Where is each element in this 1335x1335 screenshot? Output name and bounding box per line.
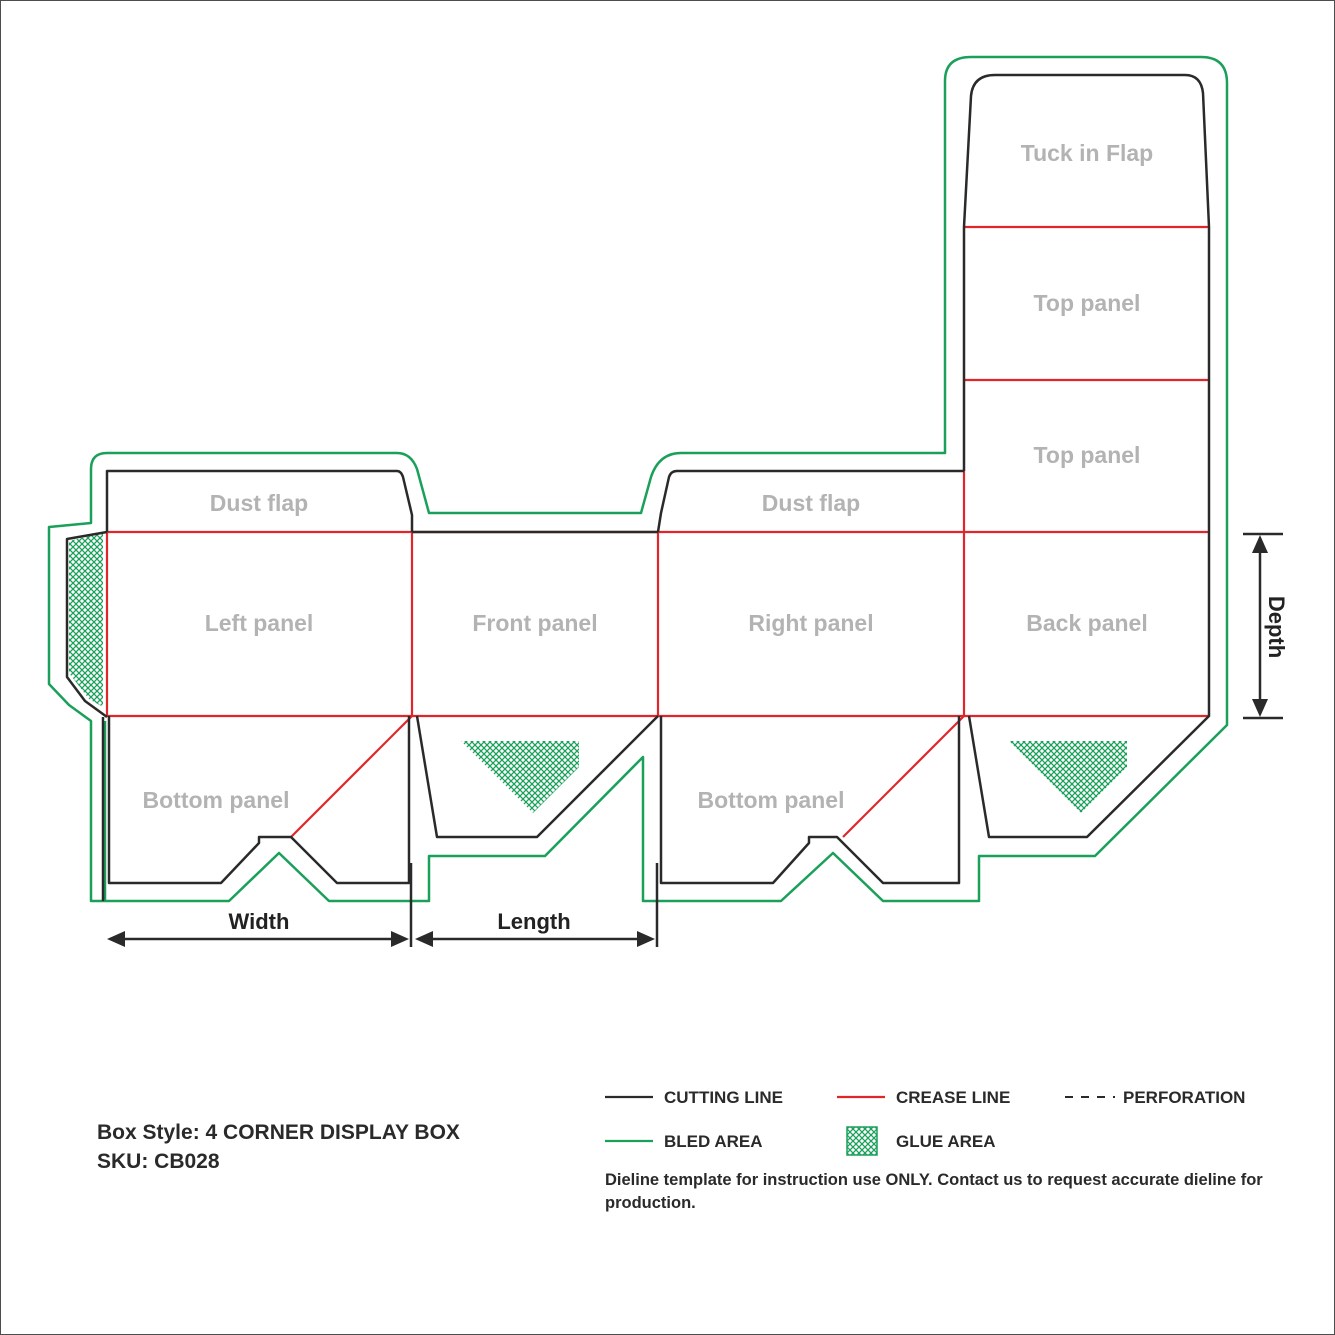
cut-back-right [967, 532, 1211, 839]
cut-right-bottom [659, 716, 961, 885]
dimension-arrows [107, 532, 1283, 947]
label-top-panel-2: Top panel [1034, 442, 1141, 468]
dimension-depth-label: Depth [1264, 596, 1289, 658]
legend: CUTTING LINE CREASE LINE PERFORATION BLE… [605, 1088, 1245, 1156]
cut-tuck-top [962, 73, 1211, 532]
label-dust-flap-right: Dust flap [762, 490, 860, 516]
panel-labels: Tuck in Flap Top panel Top panel Dust fl… [143, 140, 1154, 813]
bled-area-outline [47, 55, 1229, 903]
sku-text: SKU: CB028 [97, 1150, 220, 1173]
legend-perforation-label: PERFORATION [1123, 1088, 1245, 1107]
cut-side-flap [65, 530, 108, 719]
label-back-panel: Back panel [1026, 610, 1147, 636]
cut-right-dust-flap [656, 469, 964, 533]
dimension-length-label: Length [497, 909, 570, 934]
glue-triangle-front [461, 741, 579, 813]
disclaimer-text: Dieline template for instruction use ONL… [605, 1171, 1263, 1212]
label-dust-flap-left: Dust flap [210, 490, 308, 516]
label-bottom-panel-left: Bottom panel [143, 787, 290, 813]
legend-crease-label: CREASE LINE [896, 1088, 1010, 1107]
cutting-lines [65, 73, 1211, 947]
label-bottom-panel-right: Bottom panel [698, 787, 845, 813]
legend-bled-label: BLED AREA [664, 1132, 763, 1151]
label-left-panel: Left panel [205, 610, 314, 636]
glue-areas [69, 533, 1127, 813]
legend-glue-swatch [846, 1126, 878, 1156]
legend-cutting-label: CUTTING LINE [664, 1088, 783, 1107]
box-style-text: Box Style: 4 CORNER DISPLAY BOX [97, 1121, 460, 1144]
label-front-panel: Front panel [472, 610, 597, 636]
label-tuck-in-flap: Tuck in Flap [1021, 140, 1153, 166]
glue-side-flap [69, 533, 103, 707]
cut-bottom-ticks [409, 863, 659, 947]
label-right-panel: Right panel [748, 610, 873, 636]
label-top-panel-1: Top panel [1034, 290, 1141, 316]
cut-left-bottom [107, 716, 411, 885]
dimension-width-label: Width [229, 909, 290, 934]
cut-front-bottom [415, 715, 659, 839]
cut-left-dust-flap [105, 469, 414, 532]
legend-glue-label: GLUE AREA [896, 1132, 996, 1151]
box-info: Box Style: 4 CORNER DISPLAY BOX SKU: CB0… [97, 1118, 460, 1176]
glue-triangle-back [1009, 741, 1127, 813]
